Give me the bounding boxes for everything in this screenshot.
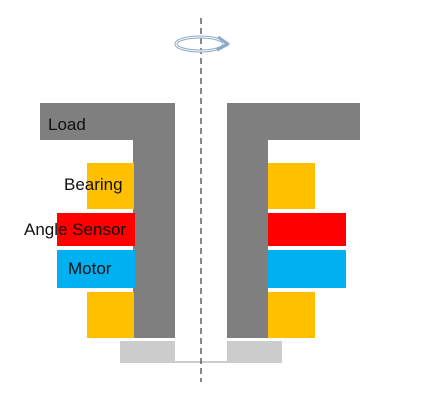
load-label: Load — [48, 115, 86, 134]
housing-left-wall — [133, 138, 175, 338]
bearing-top-left — [87, 163, 134, 209]
load-bar-left — [40, 103, 175, 140]
housing-right-wall — [227, 138, 268, 338]
bearing-bottom-right — [268, 292, 315, 338]
rotation-arrow-icon — [174, 35, 230, 53]
motor-label: Motor — [68, 259, 112, 278]
angle-sensor-label: Angle Sensor — [24, 220, 127, 239]
bearing-bottom-left — [87, 292, 134, 338]
load-bar-right — [227, 103, 360, 140]
angle-sensor-right — [268, 213, 346, 246]
angle-sensor-left — [57, 213, 135, 246]
motor-left — [57, 250, 135, 288]
bearing-label: Bearing — [64, 175, 123, 194]
motor-right — [268, 250, 346, 288]
bearing-top-right — [268, 163, 315, 209]
